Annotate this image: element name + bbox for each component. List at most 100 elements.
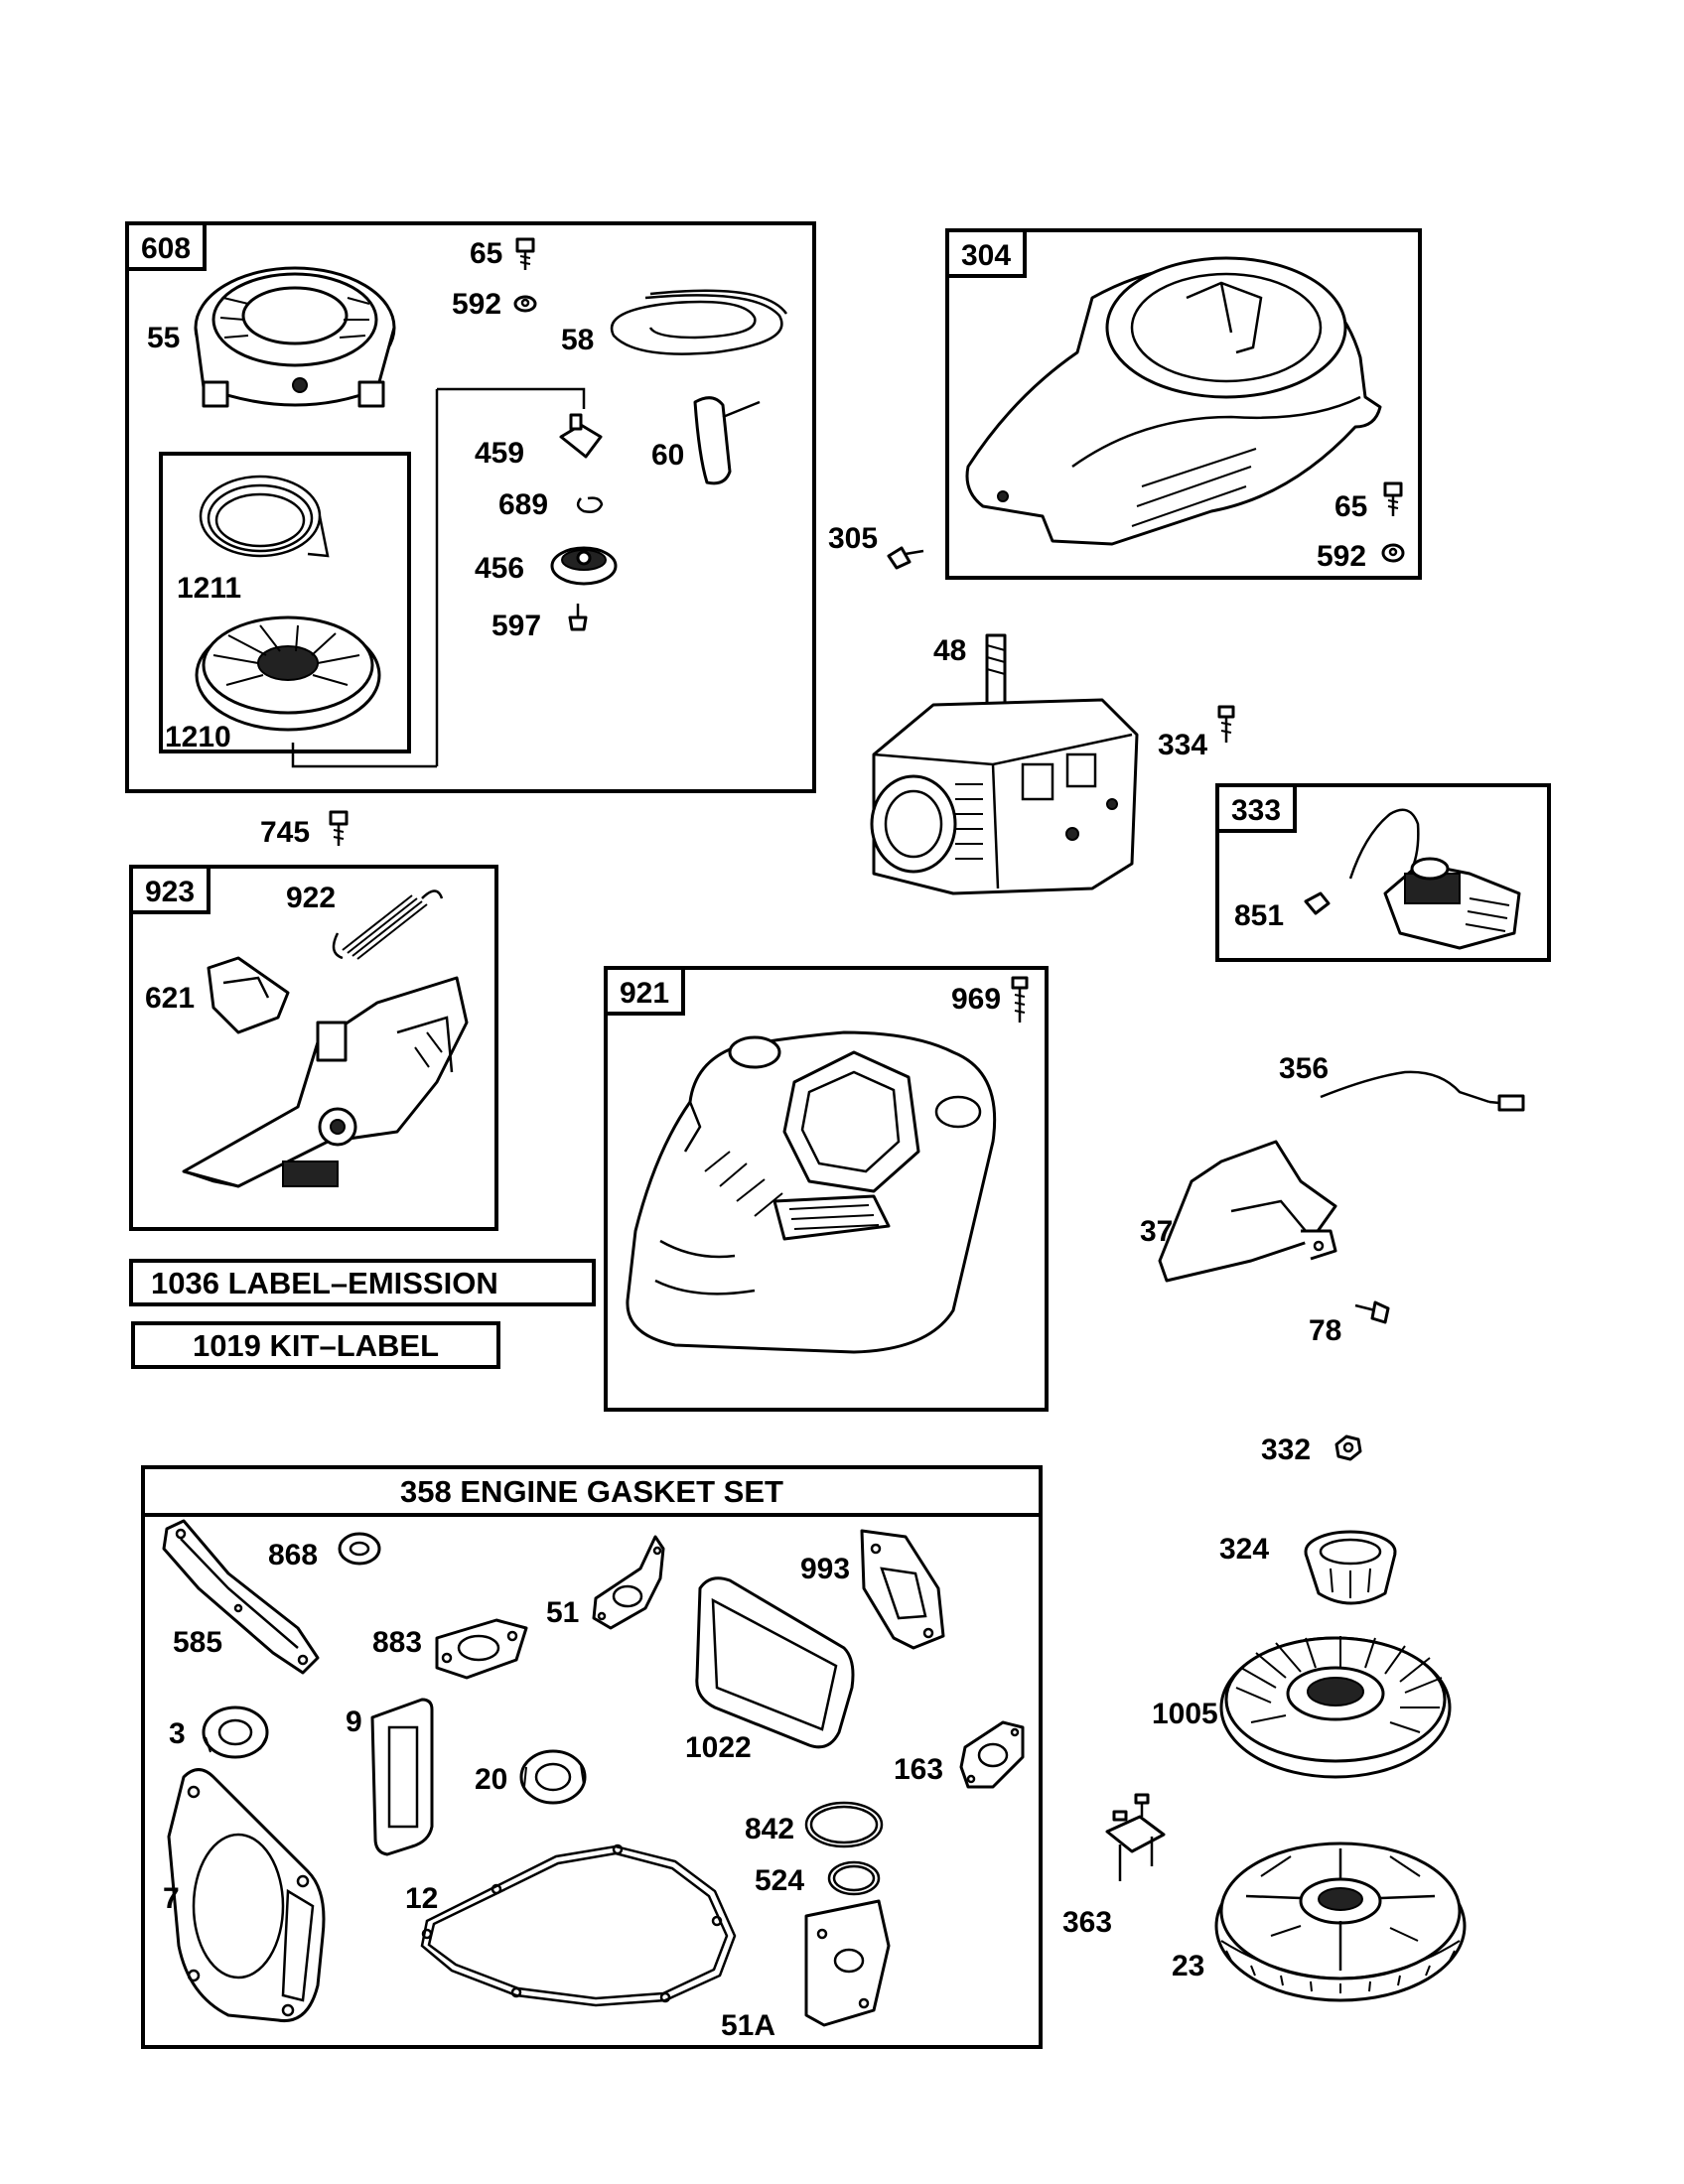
part-55-label: 55 (147, 322, 180, 354)
part-9-label: 9 (346, 1706, 362, 1738)
gasket-12-drawing (420, 1843, 737, 2007)
engine-gasket-set: 358 ENGINE GASKET SET 585 868 883 (141, 1465, 1043, 2049)
part-60-label: 60 (651, 439, 684, 472)
pawl-drawing (559, 413, 603, 459)
label-emission-banner: 1036 LABEL–EMISSION (129, 1259, 596, 1306)
part-78-label: 78 (1309, 1314, 1341, 1347)
part-922-label: 922 (286, 882, 336, 914)
ratchet-drawing (550, 546, 618, 586)
retainer-clip-icon (576, 496, 604, 513)
part-163-label: 163 (894, 1753, 943, 1786)
gasket-163-drawing (959, 1720, 1025, 1789)
engine-cover-drawing (626, 1030, 997, 1354)
governor-spring-drawing (332, 889, 444, 960)
bolt-icon (1383, 481, 1403, 516)
part-23-label: 23 (1172, 1950, 1204, 1982)
cylinder-block-drawing (870, 633, 1139, 895)
part-1211-label: 1211 (177, 572, 241, 605)
part-1005-label: 1005 (1152, 1698, 1218, 1730)
group-608-label: 608 (141, 232, 191, 265)
gasket-51A-drawing (804, 1899, 891, 2027)
screw-icon (887, 546, 924, 570)
group-333: 333 851 (1215, 783, 1551, 962)
o-ring-524-drawing (827, 1860, 881, 1896)
nut-icon (1381, 543, 1405, 563)
part-324-label: 324 (1219, 1533, 1269, 1566)
leader-line (437, 387, 586, 409)
bracket-drawing (1105, 1793, 1166, 1881)
rotating-screen-drawing (1304, 1530, 1397, 1605)
starter-rope-drawing (611, 289, 788, 355)
part-363-label: 363 (1062, 1906, 1112, 1939)
part-621-label: 621 (145, 982, 195, 1015)
gasket-set-title: 358 ENGINE GASKET SET (400, 1474, 783, 1509)
head-gasket-7-drawing (167, 1768, 326, 2023)
ground-wire-drawing (1320, 1070, 1525, 1112)
governor-bracket-drawing (182, 956, 469, 1188)
gasket-51-drawing (592, 1535, 665, 1630)
part-51-label: 51 (546, 1596, 579, 1629)
part-883-label: 883 (372, 1626, 422, 1659)
part-592-label: 592 (1317, 540, 1366, 573)
part-305-label: 305 (828, 522, 878, 555)
part-356-label: 356 (1279, 1052, 1329, 1085)
screw-icon (1354, 1300, 1390, 1324)
nut-icon (513, 295, 537, 313)
part-20-label: 20 (475, 1763, 507, 1796)
fan-drawing (1219, 1636, 1452, 1779)
seal-20-drawing (519, 1749, 587, 1805)
part-332-label: 332 (1261, 1433, 1311, 1466)
part-524-label: 524 (755, 1864, 804, 1897)
part-459-label: 459 (475, 437, 524, 470)
bolt-icon (515, 237, 535, 270)
gasket-883-drawing (435, 1618, 528, 1680)
group-923-label: 923 (145, 876, 195, 908)
rewind-spring-drawing (199, 475, 330, 558)
part-745-label: 745 (260, 816, 310, 849)
part-3-label: 3 (169, 1717, 186, 1750)
part-51A-label: 51A (721, 2009, 775, 2042)
flywheel-drawing (1214, 1842, 1467, 2002)
blower-housing-drawing (965, 256, 1382, 546)
part-585-label: 585 (173, 1626, 222, 1659)
group-921-label: 921 (620, 977, 669, 1010)
part-592-label: 592 (452, 288, 501, 321)
group-304-label: 304 (961, 239, 1011, 272)
group-304: 304 65 592 (945, 228, 1422, 580)
gasket-1022-drawing (695, 1576, 855, 1749)
part-58-label: 58 (561, 324, 594, 356)
air-guide-drawing (1158, 1140, 1337, 1283)
o-ring-842-drawing (804, 1801, 884, 1848)
starter-housing-drawing (194, 266, 396, 408)
part-65-label: 65 (470, 237, 502, 270)
part-1210-label: 1210 (165, 721, 231, 753)
part-969-label: 969 (951, 983, 1001, 1016)
part-993-label: 993 (800, 1553, 850, 1585)
part-597-label: 597 (491, 610, 541, 642)
kit-label-banner: 1019 KIT–LABEL (131, 1321, 500, 1369)
clip-icon (1304, 891, 1331, 915)
armature-drawing (1348, 808, 1521, 950)
gasket-585-drawing (162, 1519, 320, 1675)
seal-3-drawing (202, 1706, 269, 1759)
bolt-icon (1011, 976, 1029, 1023)
part-842-label: 842 (745, 1813, 794, 1845)
seal-868-drawing (338, 1532, 381, 1566)
bolt-icon (1217, 705, 1235, 743)
group-923: 923 922 621 (129, 865, 498, 1231)
part-48-label: 48 (933, 634, 966, 667)
screw-icon (568, 604, 588, 631)
part-456-label: 456 (475, 552, 524, 585)
part-1022-label: 1022 (685, 1731, 752, 1764)
part-689-label: 689 (498, 488, 548, 521)
part-851-label: 851 (1234, 899, 1284, 932)
label-emission-text: 1036 LABEL–EMISSION (151, 1266, 498, 1300)
group-608: 608 55 65 592 58 (125, 221, 816, 793)
bolt-icon (329, 810, 349, 846)
part-334-label: 334 (1158, 729, 1207, 761)
part-37-label: 37 (1140, 1215, 1173, 1248)
part-868-label: 868 (268, 1539, 318, 1571)
part-12-label: 12 (405, 1882, 438, 1915)
gasket-9-drawing (370, 1698, 434, 1856)
